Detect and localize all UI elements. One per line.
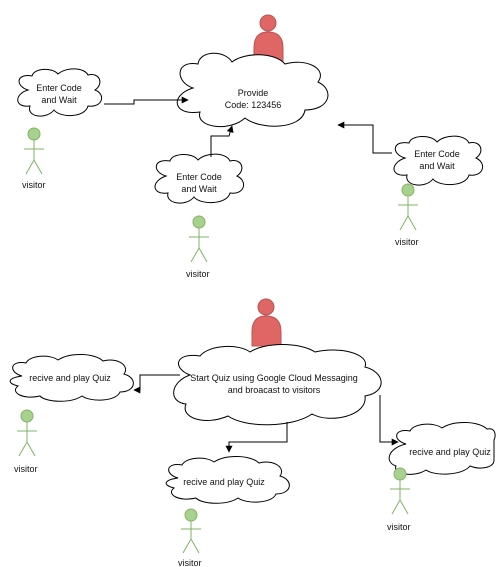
visitor-figure-bottom-middle: visitor [178, 508, 202, 567]
host-person-icon-bottom [251, 298, 282, 347]
host-start-cloud-line1: Start Quiz using Google Cloud Messaging [190, 373, 358, 383]
visitor-play-quiz-cloud-right: recive and play Quiz [388, 422, 496, 475]
host-start-cloud-line2: and broacast to visitors [228, 385, 321, 395]
host-start-quiz-cloud: Start Quiz using Google Cloud Messaging … [173, 344, 382, 426]
cloud-middle-line2: and Wait [181, 184, 217, 194]
visitor-label-bottom-left: visitor [14, 464, 38, 474]
connector-host-to-right [379, 395, 399, 446]
visitor-label-left: visitor [22, 180, 46, 190]
cloud-bottom-middle-label: recive and play Quiz [183, 477, 265, 487]
visitor-play-quiz-cloud-left: recive and play Quiz [9, 354, 134, 402]
cloud-right-line2: and Wait [419, 161, 455, 171]
visitor-enter-code-cloud-middle: Enter Code and Wait [154, 153, 245, 204]
connector-host-to-left [133, 374, 180, 394]
host-cloud-line1: Provide [238, 88, 269, 98]
visitor-figure-middle: visitor [186, 215, 210, 279]
connector-right-to-host [337, 121, 392, 154]
visitor-figure-bottom-left: visitor [14, 409, 38, 474]
cloud-bottom-left-label: recive and play Quiz [29, 373, 111, 383]
connector-left-to-host [104, 96, 189, 105]
visitor-figure-left: visitor [22, 127, 46, 190]
cloud-right-line1: Enter Code [414, 149, 460, 159]
cloud-bottom-right-label: recive and play Quiz [409, 447, 491, 457]
visitor-label-bottom-middle: visitor [178, 558, 202, 567]
visitor-label-right: visitor [395, 237, 419, 247]
cloud-middle-line1: Enter Code [176, 172, 222, 182]
host-cloud-line2: Code: 123456 [225, 100, 282, 110]
visitor-figure-right: visitor [395, 183, 419, 247]
visitor-enter-code-cloud-left: Enter Code and Wait [17, 68, 103, 117]
connector-middle-to-host [210, 125, 234, 157]
visitor-figure-bottom-right: visitor [387, 467, 411, 532]
cloud-left-line2: and Wait [41, 95, 77, 105]
host-provide-code-cloud: Provide Code: 123456 [176, 52, 329, 128]
connector-host-to-middle [225, 422, 288, 453]
visitor-play-quiz-cloud-middle: recive and play Quiz [165, 456, 290, 504]
visitor-enter-code-cloud-right: Enter Code and Wait [393, 135, 484, 186]
visitor-label-middle: visitor [186, 269, 210, 279]
cloud-left-line1: Enter Code [36, 83, 82, 93]
visitor-label-bottom-right: visitor [387, 522, 411, 532]
